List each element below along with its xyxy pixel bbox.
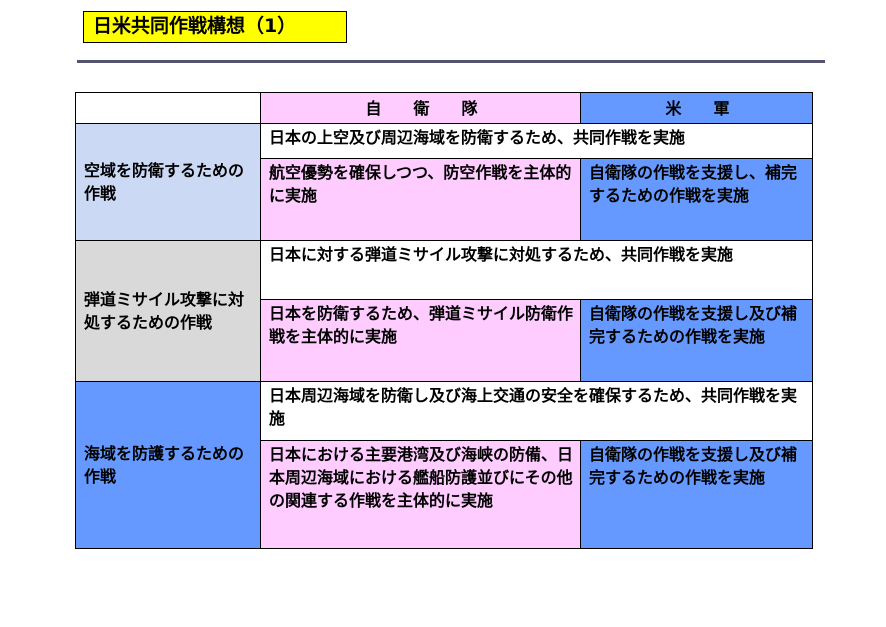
joint-operation-cell: 日本の上空及び周辺海域を防衛するため、共同作戦を実施 <box>260 123 813 159</box>
category-air-defense: 空域を防衛するための作戦 <box>75 123 261 241</box>
table-row: 海域を防護するための作戦 日本周辺海域を防衛し及び海上交通の安全を確保するため、… <box>75 381 813 549</box>
table-row: 弾道ミサイル攻撃に対処するための作戦 日本に対する弾道ミサイル攻撃に対処するため… <box>75 240 813 382</box>
operations-table: 自 衛 隊 米 軍 空域を防衛するための作戦 日本の上空及び周辺海域を防衛するた… <box>75 92 813 549</box>
table-row: 日本における主要港湾及び海峡の防備、日本周辺海域における艦船防護並びにその他の関… <box>76 440 813 549</box>
jsdf-role-cell: 日本を防衛するため、弾道ミサイル防衛作戦を主体的に実施 <box>260 299 581 382</box>
joint-operation-cell: 日本に対する弾道ミサイル攻撃に対処するため、共同作戦を実施 <box>260 240 813 300</box>
us-role-cell: 自衛隊の作戦を支援し及び補完するための作戦を実施 <box>580 299 813 382</box>
header-blank-cell <box>75 92 261 124</box>
us-role-cell: 自衛隊の作戦を支援し、補完するための作戦を実施 <box>580 158 813 241</box>
us-role-cell: 自衛隊の作戦を支援し及び補完するための作戦を実施 <box>580 440 813 549</box>
title-divider <box>77 60 825 63</box>
category-sea-defense: 海域を防護するための作戦 <box>75 381 261 549</box>
page-title: 日米共同作戦構想（1） <box>83 11 347 43</box>
jsdf-role-cell: 航空優勢を確保しつつ、防空作戦を主体的に実施 <box>260 158 581 241</box>
table-header-row: 自 衛 隊 米 軍 <box>75 92 813 124</box>
category-missile-defense: 弾道ミサイル攻撃に対処するための作戦 <box>75 240 261 382</box>
header-jsdf: 自 衛 隊 <box>260 92 581 124</box>
table-row: 日本を防衛するため、弾道ミサイル防衛作戦を主体的に実施 自衛隊の作戦を支援し及び… <box>76 299 813 382</box>
table-row: 航空優勢を確保しつつ、防空作戦を主体的に実施 自衛隊の作戦を支援し、補完するため… <box>76 158 813 241</box>
joint-operation-cell: 日本周辺海域を防衛し及び海上交通の安全を確保するため、共同作戦を実施 <box>260 381 813 441</box>
jsdf-role-cell: 日本における主要港湾及び海峡の防備、日本周辺海域における艦船防護並びにその他の関… <box>260 440 581 549</box>
header-us: 米 軍 <box>580 92 813 124</box>
table-row: 空域を防衛するための作戦 日本の上空及び周辺海域を防衛するため、共同作戦を実施 <box>75 123 813 241</box>
